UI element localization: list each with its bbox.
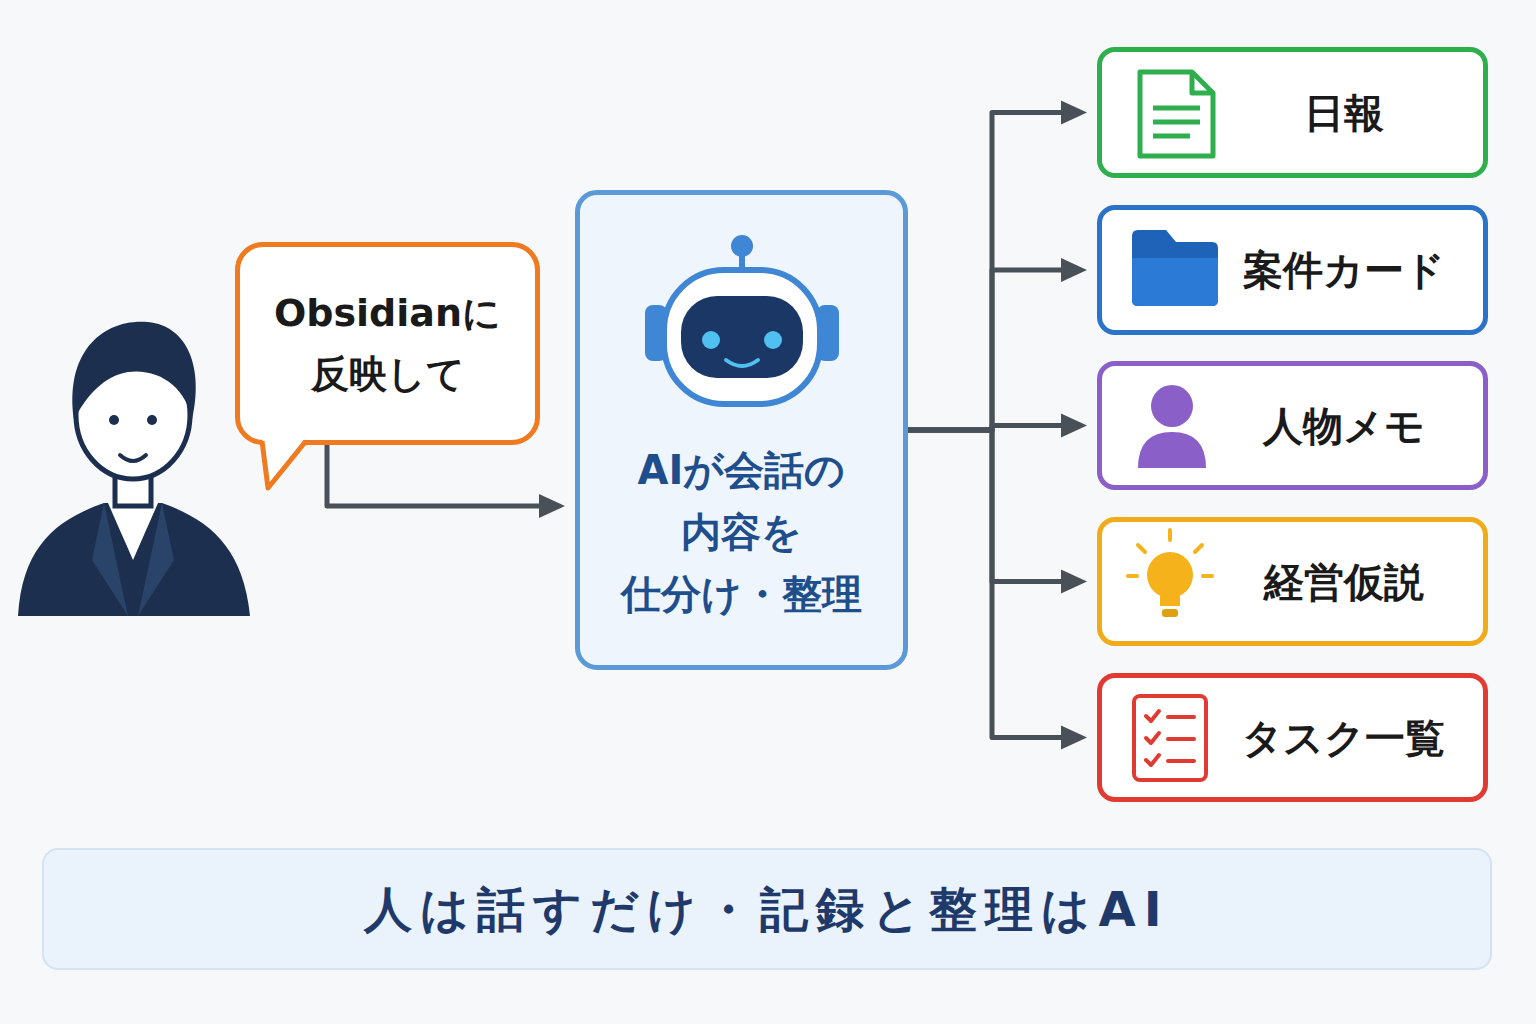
speech-bubble: Obsidianに 反映して	[235, 242, 540, 445]
robot-antenna-ball	[731, 235, 753, 257]
output-box: 人物メモ	[1097, 361, 1488, 490]
bulb-icon	[1128, 530, 1212, 617]
robot-head	[664, 270, 820, 404]
check-mark	[1146, 711, 1159, 721]
bulb-ray	[1195, 545, 1202, 552]
person-eye	[147, 415, 157, 425]
robot-eye	[764, 331, 782, 349]
node-label: タスク一覧	[1242, 712, 1445, 764]
bulb-glass	[1147, 552, 1193, 598]
report-icon	[1140, 72, 1213, 156]
flow-arrow	[908, 426, 1075, 431]
person-shirt	[108, 503, 158, 560]
checklist-icon	[1134, 696, 1206, 780]
robot-icon	[645, 235, 839, 404]
output-box: 日報	[1097, 47, 1488, 178]
person-face	[76, 351, 190, 479]
flow-arrow	[327, 445, 553, 506]
flow-arrow	[908, 113, 1075, 431]
document-outline	[1140, 72, 1213, 156]
person-neck	[115, 470, 151, 506]
robot-ear	[645, 305, 667, 361]
node-label: 人物メモ	[1263, 400, 1425, 452]
bulb-ray	[1168, 530, 1172, 540]
robot-eye	[702, 331, 720, 349]
flow-arrow	[908, 270, 1075, 430]
document-line	[1153, 106, 1200, 111]
document-line	[1153, 134, 1190, 139]
output-box: 経営仮説	[1097, 517, 1488, 646]
memo-body	[1138, 432, 1206, 468]
output-box: 案件カード	[1097, 205, 1488, 335]
bulb-ray	[1203, 574, 1212, 578]
bulb-rays	[1128, 530, 1212, 576]
check-line	[1168, 715, 1194, 719]
folder-icon	[1132, 230, 1218, 306]
person-illustration	[18, 322, 250, 616]
node-label: Obsidianに 反映して	[256, 283, 519, 405]
ai-process-box: AIが会話の 内容を 仕分け・整理	[575, 190, 908, 670]
bulb-ray	[1128, 574, 1137, 578]
summary-band: 人は話すだけ・記録と整理はAI	[42, 848, 1492, 970]
output-box: タスク一覧	[1097, 673, 1488, 802]
node-label: AIが会話の 内容を 仕分け・整理	[598, 439, 885, 625]
check-line	[1168, 737, 1194, 741]
folder-front	[1132, 258, 1218, 306]
flow-arrow	[908, 430, 1075, 738]
person-eye	[109, 415, 119, 425]
person-lapel	[92, 503, 174, 616]
node-label: 人は話すだけ・記録と整理はAI	[364, 878, 1169, 940]
bulb-base	[1162, 609, 1178, 617]
node-label: 日報	[1304, 87, 1384, 139]
memo-head	[1151, 385, 1193, 427]
node-label: 案件カード	[1243, 244, 1445, 296]
check-line	[1168, 759, 1194, 763]
folder-back	[1132, 230, 1218, 306]
bubble-tail-outline	[262, 441, 306, 488]
robot-antenna	[739, 250, 745, 272]
bulb-ray	[1138, 545, 1145, 552]
check-mark	[1146, 755, 1159, 765]
check-mark	[1146, 733, 1159, 743]
bulb-base	[1160, 596, 1180, 606]
robot-ear	[817, 305, 839, 361]
bubble-tail-fill	[262, 437, 306, 488]
person-memo-icon	[1138, 385, 1206, 468]
document-line	[1153, 120, 1200, 125]
bubble-tail	[262, 437, 306, 488]
document-fold	[1192, 72, 1213, 93]
flow-arrow	[908, 430, 1075, 582]
person-hair	[72, 322, 195, 420]
robot-smile	[726, 360, 758, 366]
checklist-frame	[1134, 696, 1206, 780]
person-mouth	[120, 455, 146, 461]
robot-face	[681, 296, 803, 378]
person-body	[18, 503, 250, 616]
node-label: 経営仮説	[1264, 556, 1424, 608]
